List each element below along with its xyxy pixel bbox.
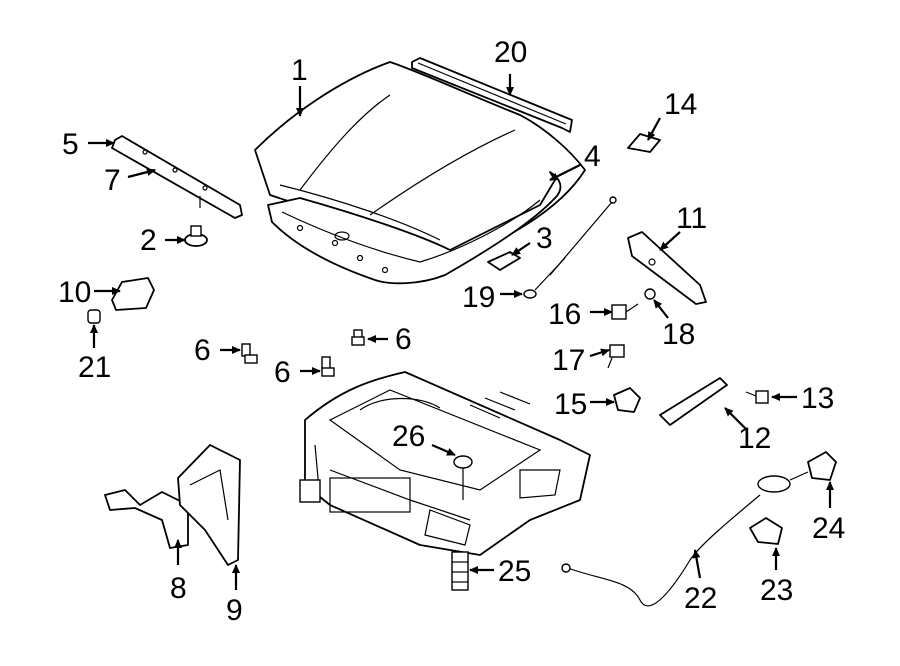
hood-seal-strip bbox=[411, 57, 573, 133]
hinge-bolt bbox=[611, 303, 639, 320]
release-cable bbox=[561, 471, 809, 607]
callout-18: 18 bbox=[662, 318, 695, 351]
callout-10: 10 bbox=[58, 276, 91, 309]
callout-16: 16 bbox=[548, 298, 581, 331]
callout-5: 5 bbox=[62, 128, 79, 161]
callout-1: 1 bbox=[291, 54, 308, 87]
hood-stop-bumper bbox=[453, 455, 473, 500]
latch-clip bbox=[627, 133, 661, 153]
leader-arrows bbox=[88, 74, 834, 590]
callout-6-a: 6 bbox=[194, 334, 211, 367]
grommet bbox=[87, 309, 101, 324]
hood-bolt-b bbox=[351, 329, 365, 346]
callout-7: 7 bbox=[104, 164, 121, 197]
callout-26: 26 bbox=[392, 420, 425, 453]
bracket-bolt bbox=[745, 390, 769, 404]
callout-8: 8 bbox=[170, 572, 187, 605]
coil-spring bbox=[451, 551, 469, 591]
hood-rail-bracket bbox=[111, 135, 243, 219]
callout-13: 13 bbox=[801, 382, 834, 415]
hood-lock-plate bbox=[111, 277, 155, 311]
callout-17: 17 bbox=[552, 344, 585, 377]
callout-9: 9 bbox=[226, 594, 243, 627]
hood-support-strut bbox=[523, 196, 617, 299]
callout-15: 15 bbox=[554, 388, 587, 421]
callout-4: 4 bbox=[584, 140, 601, 173]
callout-22: 22 bbox=[684, 582, 717, 615]
callout-23: 23 bbox=[760, 574, 793, 607]
callout-20: 20 bbox=[494, 36, 527, 69]
callout-25: 25 bbox=[498, 555, 531, 588]
hood-hinge bbox=[627, 231, 707, 305]
callout-6-b: 6 bbox=[395, 323, 412, 356]
callout-3: 3 bbox=[536, 222, 553, 255]
hood-bolt-a bbox=[241, 343, 258, 364]
callout-19: 19 bbox=[462, 281, 495, 314]
hood-inner-panel bbox=[267, 171, 562, 285]
hood-bolt-c bbox=[321, 356, 335, 377]
hinge-washer bbox=[644, 288, 656, 300]
radiator-support-frame bbox=[299, 371, 591, 556]
support-brace bbox=[177, 444, 241, 566]
cable-clip bbox=[749, 517, 783, 545]
callout-11: 11 bbox=[676, 202, 707, 235]
callout-24: 24 bbox=[812, 512, 845, 545]
hood-bumper bbox=[184, 225, 208, 247]
callout-labels: 1 2 3 4 5 6 6 6 7 8 9 10 11 12 13 14 15 … bbox=[58, 36, 845, 627]
latch-retainer bbox=[613, 387, 641, 413]
callout-2: 2 bbox=[140, 224, 157, 257]
callout-12: 12 bbox=[738, 422, 771, 455]
callout-6-c: 6 bbox=[274, 356, 291, 389]
release-handle bbox=[807, 451, 837, 481]
side-bracket bbox=[104, 489, 189, 549]
latch-support-bracket bbox=[659, 377, 728, 426]
callout-21: 21 bbox=[78, 351, 111, 384]
callout-14: 14 bbox=[664, 88, 697, 121]
release-handle-bracket bbox=[487, 251, 521, 271]
mounting-bolt bbox=[607, 344, 625, 369]
